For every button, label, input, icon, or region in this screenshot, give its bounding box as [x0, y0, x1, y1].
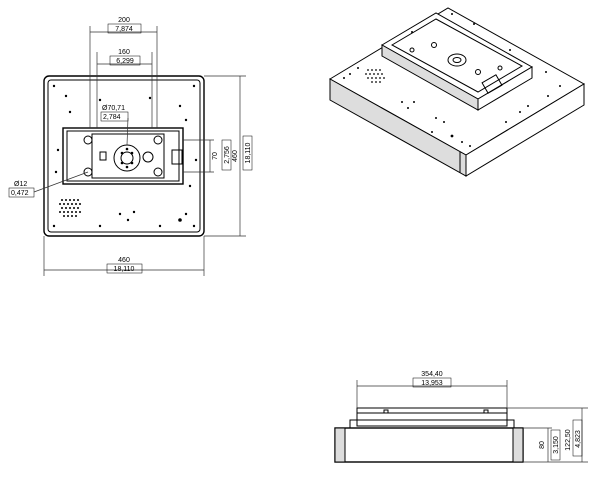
top-view-mount-hole — [83, 135, 93, 145]
side-view: 354,40 13,953 80 3,150 122,50 4,823 — [334, 371, 588, 463]
dim-diameter-center: Ø70,71 — [102, 105, 125, 112]
top-view-plate — [43, 75, 205, 237]
top-view-small-box — [99, 151, 107, 161]
top-view-connector-pins — [120, 147, 134, 169]
top-view-side-connector — [171, 149, 183, 165]
dim-top-width: 354,40 — [421, 371, 443, 378]
dim-body-height: 80 — [539, 441, 546, 449]
top-view: 200 7,874 160 6,299 Ø70,71 2,784 Ø12 0,4… — [8, 17, 253, 276]
dim-width-outer-in: 7,874 — [115, 26, 133, 33]
dim-width-inner: 160 — [118, 49, 130, 56]
iso-vent-grid — [365, 69, 385, 83]
dim-right-small: 70 — [212, 152, 219, 160]
top-view-mount-hole — [153, 135, 163, 145]
iso-mount-box-inner — [390, 18, 524, 93]
top-view-plate-holes — [52, 84, 198, 228]
side-view-mount-box — [356, 407, 508, 427]
isometric-view — [329, 7, 585, 177]
top-view-mount-hole — [83, 167, 93, 177]
dim-right-small-in: 2,756 — [224, 146, 231, 164]
side-view-body — [334, 427, 524, 463]
dim-body-height-in: 3,150 — [553, 436, 560, 454]
iso-center-connector — [447, 53, 467, 67]
dim-hole: Ø12 — [14, 181, 27, 188]
top-view-mount-hole — [153, 167, 163, 177]
top-view-vent-grid — [59, 199, 81, 217]
dim-right-large-in: 18,110 — [245, 142, 252, 163]
side-view-body-left-edge — [334, 427, 346, 463]
side-view-mount-flange — [349, 419, 515, 429]
top-view-mount-plate — [91, 133, 165, 179]
dim-width-inner-in: 6,299 — [116, 58, 134, 65]
iso-right-face — [465, 83, 585, 177]
dim-right-large: 460 — [232, 150, 239, 162]
top-view-small-port — [142, 151, 154, 163]
side-view-body-right-edge — [512, 427, 524, 463]
dim-diameter-center-in: 2,784 — [103, 114, 121, 121]
iso-side-connector — [481, 74, 503, 94]
dim-total-height: 122,50 — [565, 429, 572, 451]
top-view-mount-box — [62, 127, 184, 185]
dim-total-height-in: 4,823 — [575, 430, 582, 448]
top-view-plate-inner-edge — [47, 79, 201, 233]
iso-plate-holes — [343, 13, 561, 147]
dim-top-width-in: 13,953 — [421, 380, 443, 387]
top-view-center-connector-core — [120, 151, 134, 165]
dim-bottom: 460 — [118, 257, 130, 264]
iso-mount-box-right — [477, 66, 533, 111]
dim-width-outer: 200 — [118, 17, 130, 24]
top-view-mount-box-inner — [66, 130, 180, 182]
dim-bottom-in: 18,110 — [114, 266, 135, 273]
dim-hole-in: 0,472 — [11, 190, 29, 197]
